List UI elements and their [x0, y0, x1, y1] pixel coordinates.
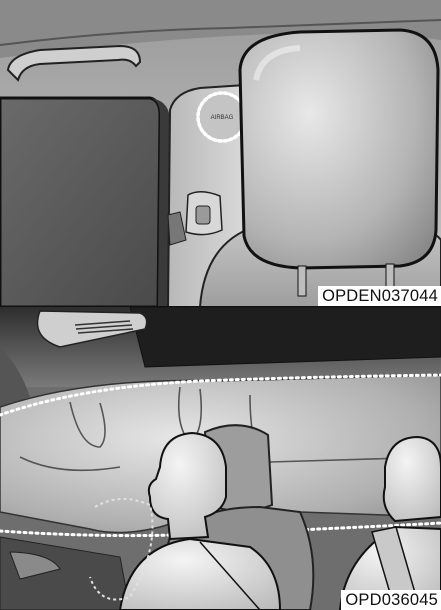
roof-airbag-drawing: AIRBAG: [0, 0, 441, 307]
side-window: [0, 98, 160, 307]
figure-code-top: OPDEN037044: [318, 286, 441, 306]
svg-text:AIRBAG: AIRBAG: [211, 115, 234, 121]
figure-code-bottom: OPD036045: [341, 590, 441, 610]
curtain-airbag-illustration: OPD036045: [0, 307, 441, 610]
headrest: [240, 30, 438, 296]
airbag-label-callout: AIRBAG: [198, 93, 246, 141]
sunroof: [130, 307, 441, 367]
roof-airbag-illustration: AIRBAG OPDEN037044: [0, 0, 441, 307]
curtain-airbag-drawing: [0, 307, 441, 610]
